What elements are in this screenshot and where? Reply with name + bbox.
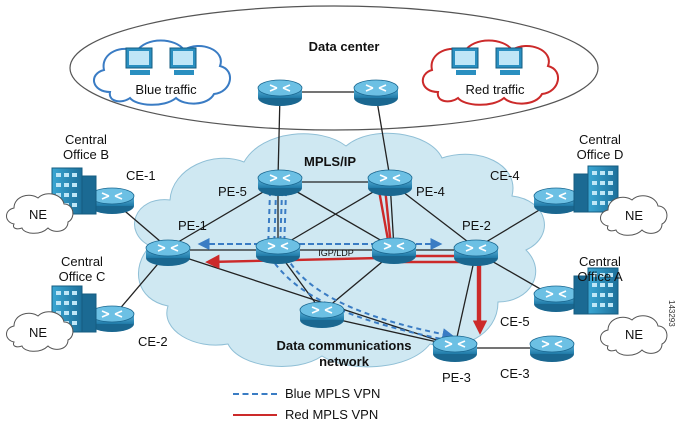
data-center-title: Data center bbox=[309, 39, 380, 54]
ne-cloud-b bbox=[6, 193, 74, 234]
ne-label-d: NE bbox=[625, 208, 643, 223]
figure-id: 143293 bbox=[667, 300, 676, 327]
red-traffic-label: Red traffic bbox=[465, 82, 525, 97]
ce4-label: CE-4 bbox=[490, 168, 520, 183]
legend-blue: Blue MPLS VPN bbox=[233, 386, 380, 401]
ne-label-c: NE bbox=[29, 325, 47, 340]
pe4-label: PE-4 bbox=[416, 184, 445, 199]
legend-blue-label: Blue MPLS VPN bbox=[285, 386, 381, 401]
dcn-router bbox=[299, 301, 345, 329]
data-center-router-left bbox=[257, 79, 303, 107]
office-c-label-line2: Office C bbox=[59, 269, 106, 284]
dcn-label-line2: network bbox=[319, 354, 370, 369]
pe3-label: PE-3 bbox=[442, 370, 471, 385]
office-c-label-line1: Central bbox=[61, 254, 103, 269]
ne-label-a: NE bbox=[625, 327, 643, 342]
pe5-router bbox=[257, 169, 303, 197]
red-vpn-swatch bbox=[233, 413, 277, 416]
blue-traffic-label: Blue traffic bbox=[135, 82, 197, 97]
ce5-label: CE-5 bbox=[500, 314, 530, 329]
pe3-router bbox=[432, 335, 478, 363]
protocol-label: IGP/LDP bbox=[318, 248, 354, 258]
ne-cloud-c bbox=[6, 311, 74, 352]
ce3-label: CE-3 bbox=[500, 366, 530, 381]
ne-cloud-a bbox=[600, 315, 668, 356]
red-workstation-icon bbox=[495, 47, 523, 75]
pe1-label: PE-1 bbox=[178, 218, 207, 233]
office-b-label-line2: Office B bbox=[63, 147, 109, 162]
office-b-label-line1: Central bbox=[65, 132, 107, 147]
ce5-router bbox=[533, 285, 579, 313]
blue-vpn-swatch bbox=[233, 392, 277, 395]
dcn-label-line1: Data communications bbox=[276, 338, 411, 353]
core-router-left bbox=[255, 237, 301, 265]
ce1-label: CE-1 bbox=[126, 168, 156, 183]
legend-red-label: Red MPLS VPN bbox=[285, 407, 379, 422]
pe5-label: PE-5 bbox=[218, 184, 247, 199]
legend-red: Red MPLS VPN bbox=[233, 407, 378, 422]
pe2-label: PE-2 bbox=[462, 218, 491, 233]
ne-label-b: NE bbox=[29, 207, 47, 222]
pe4-router bbox=[367, 169, 413, 197]
office-a-label-line1: Central bbox=[579, 254, 621, 269]
ne-cloud-d bbox=[600, 195, 668, 236]
core-router-right bbox=[371, 237, 417, 265]
office-a-label-line2: Office A bbox=[577, 269, 623, 284]
pe2-router bbox=[453, 239, 499, 267]
office-d-label-line1: Central bbox=[579, 132, 621, 147]
office-a-building-icon bbox=[573, 267, 619, 315]
pe1-router bbox=[145, 239, 191, 267]
blue-workstation-icon bbox=[125, 47, 153, 75]
red-workstation-icon bbox=[451, 47, 479, 75]
office-d-label-line2: Office D bbox=[577, 147, 624, 162]
ce3-router bbox=[529, 335, 575, 363]
core-title: MPLS/IP bbox=[304, 154, 356, 169]
ce1-router bbox=[89, 187, 135, 215]
ce4-router bbox=[533, 187, 579, 215]
ce2-label: CE-2 bbox=[138, 334, 168, 349]
legend: Blue MPLS VPN Red MPLS VPN bbox=[233, 386, 453, 422]
ce2-router bbox=[89, 305, 135, 333]
data-center-router-right bbox=[353, 79, 399, 107]
blue-workstation-icon bbox=[169, 47, 197, 75]
